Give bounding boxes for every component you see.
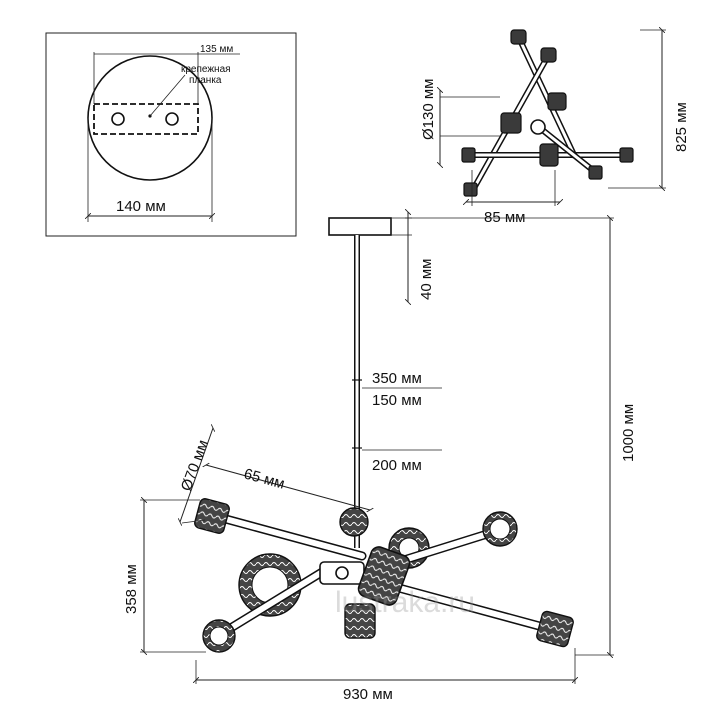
top-shade-6: [461, 147, 476, 163]
inset-frame: [45, 32, 297, 237]
shade-center: [357, 546, 411, 606]
shade-left: [194, 498, 230, 534]
top-shade-4: [500, 112, 522, 134]
plate-label-2: планка: [189, 75, 222, 86]
top-shade-8: [463, 182, 478, 197]
top-shade-3: [547, 92, 567, 111]
top-arm-4-inner: [539, 126, 596, 174]
screw-hole-left: [111, 112, 125, 126]
side-view: 40 мм 350 мм 150 мм 200 мм 1000 мм Ø70 м…: [123, 212, 637, 703]
hub-cap: [335, 566, 349, 580]
rod-length-2-label: 150 мм: [372, 392, 422, 409]
top-depth-label: 825 мм: [673, 102, 690, 152]
rod-length-1-label: 350 мм: [372, 370, 422, 387]
shade-right-top: [482, 511, 518, 547]
shade-bottom-center: [344, 603, 376, 639]
canopy: [328, 217, 392, 236]
top-hub: [530, 119, 546, 135]
top-shade-1: [510, 29, 527, 45]
plate-label-1: крепежная: [181, 64, 231, 75]
total-height-label: 1000 мм: [620, 404, 637, 462]
shade-diameter-ext: [181, 519, 206, 524]
screw-hole-right: [165, 112, 179, 126]
top-arm-1-inner: [517, 37, 577, 158]
shade-length-label: 65 мм: [242, 465, 286, 492]
rod-length-3-label: 200 мм: [372, 457, 422, 474]
shade-right-bottom: [536, 610, 574, 648]
top-shade-9: [588, 165, 603, 180]
total-width-label: 930 мм: [343, 686, 393, 703]
top-width-label: 85 мм: [484, 209, 525, 226]
body-height-label: 358 мм: [123, 564, 140, 614]
mounting-plate-inset: 135 мм крепежная планка 140 мм: [45, 32, 297, 237]
arm-lower-left: [211, 561, 337, 642]
plate-width-label: 135 мм: [200, 44, 233, 55]
top-view: Ø130 мм 85 мм 825 мм: [420, 30, 690, 226]
arm-upper-left: [217, 513, 367, 561]
top-diameter-label: Ø130 мм: [420, 79, 437, 141]
shade-length-dim: [206, 465, 370, 510]
top-shade-5: [539, 143, 559, 167]
top-shade-7: [619, 147, 634, 163]
canopy-diameter-label: 140 мм: [116, 198, 166, 215]
shade-back-top: [339, 507, 369, 537]
shade-diameter-dim: [180, 428, 213, 522]
canopy-height-label: 40 мм: [418, 259, 435, 300]
plate-leader: [149, 74, 186, 117]
mounting-bar: [93, 103, 199, 135]
shade-bottom-left: [202, 619, 236, 653]
watermark: lustraka.ru: [335, 586, 475, 619]
top-shade-2: [540, 47, 557, 63]
